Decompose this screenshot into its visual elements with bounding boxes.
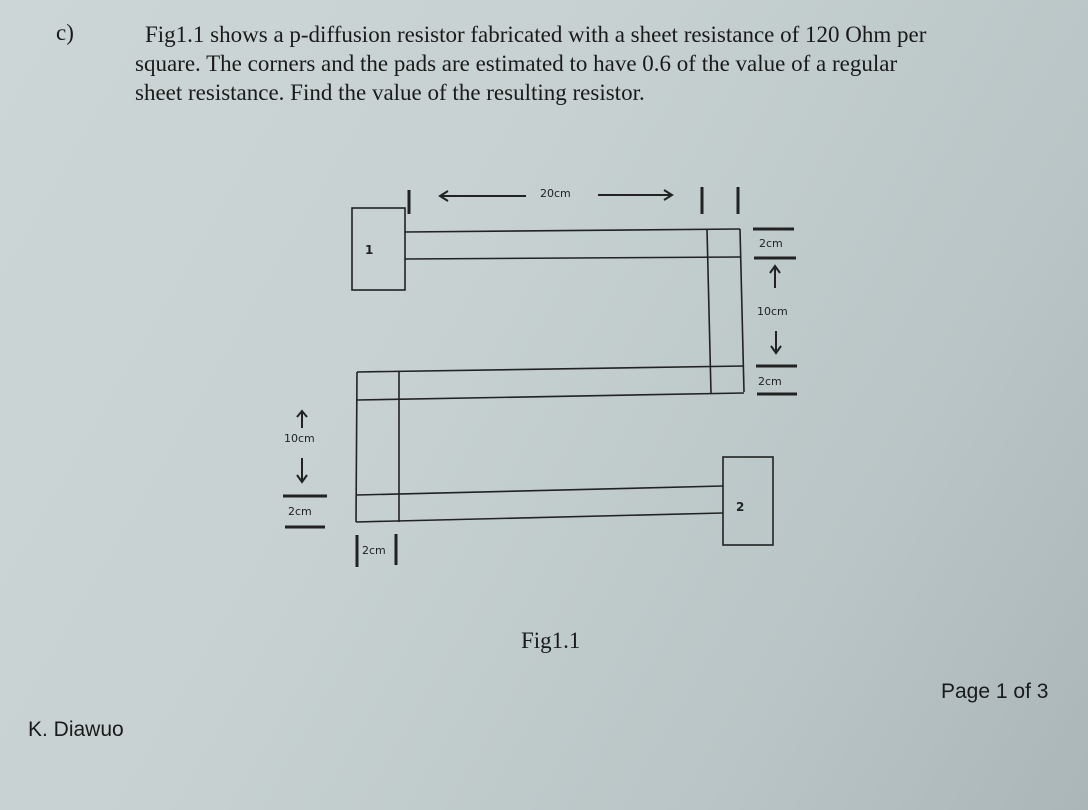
pad-1-outline bbox=[351, 207, 406, 291]
figure-caption: Fig1.1 bbox=[521, 628, 581, 653]
pad-2-outline bbox=[722, 456, 774, 546]
pad-1-label: 1 bbox=[365, 243, 374, 257]
question-line-2: square. The corners and the pads are est… bbox=[135, 51, 898, 76]
dim-right-spacing: 10cm bbox=[757, 305, 788, 318]
question-label: c) bbox=[56, 20, 74, 45]
page-number: Page 1 of 3 bbox=[941, 680, 1049, 703]
question-line-3: sheet resistance. Find the value of the … bbox=[135, 80, 645, 105]
author-name: K. Diawuo bbox=[28, 718, 124, 741]
dim-left-width: 2cm bbox=[288, 505, 312, 518]
dim-right-bottom-width: 2cm bbox=[758, 375, 782, 388]
dim-left-spacing: 10cm bbox=[284, 432, 315, 445]
question-line-1: Fig1.1 shows a p-diffusion resistor fabr… bbox=[145, 22, 927, 47]
question-text: Fig1.1 shows a p-diffusion resistor fabr… bbox=[135, 20, 1035, 107]
pad-2-label: 2 bbox=[736, 500, 745, 514]
dim-bottom-width: 2cm bbox=[362, 544, 386, 557]
dim-top-length: 20cm bbox=[540, 187, 571, 200]
dim-right-top-width: 2cm bbox=[759, 237, 783, 250]
